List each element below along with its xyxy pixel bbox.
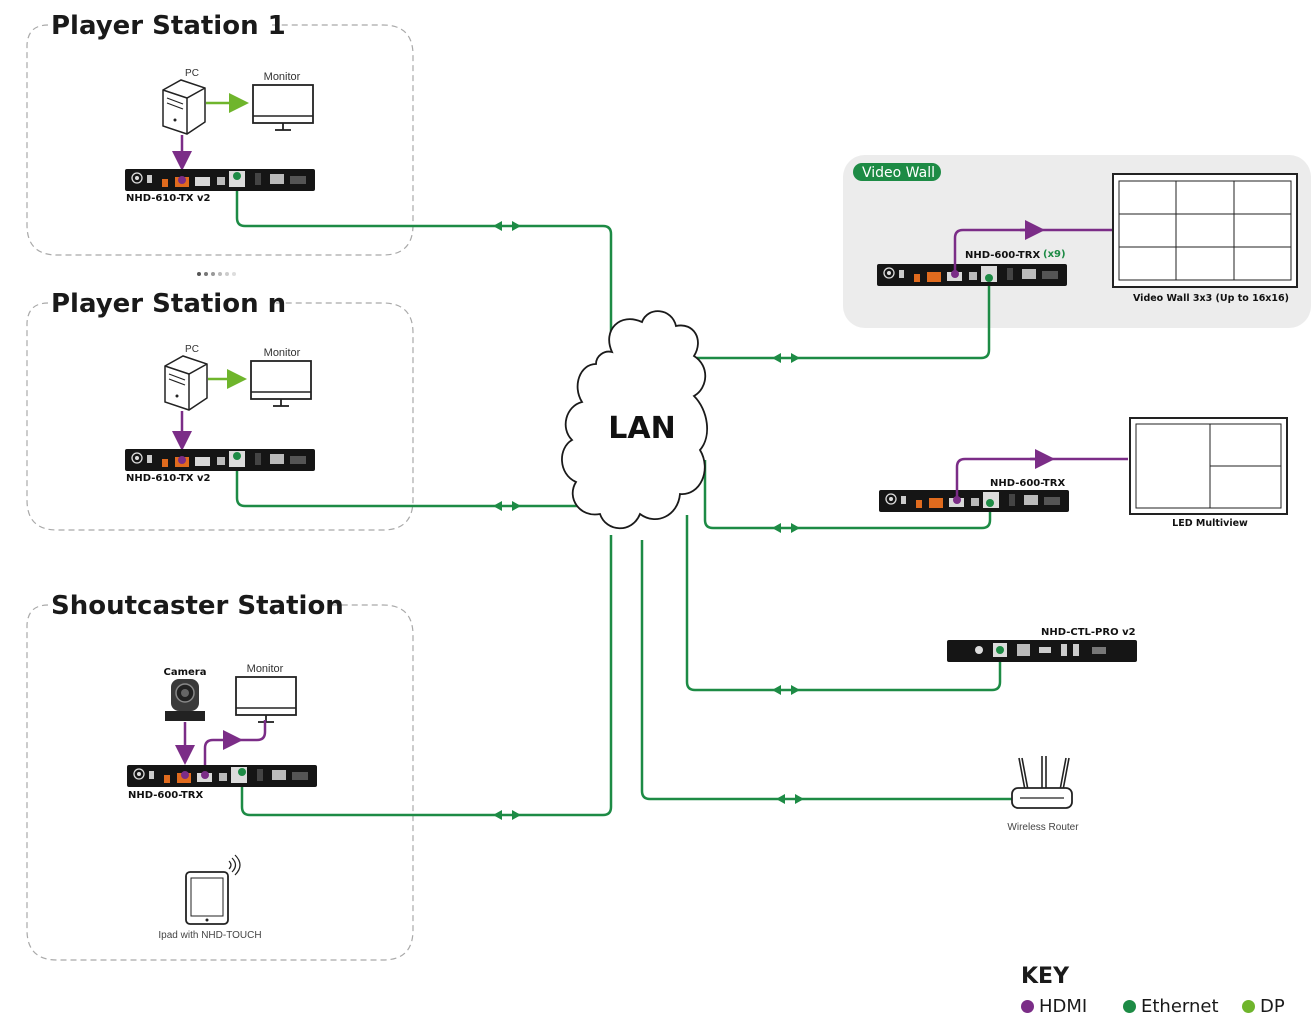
station-1-encoder [124, 168, 316, 192]
multiview-decoder [878, 489, 1070, 513]
station-1-pc-label: PC [185, 68, 199, 79]
video-wall-badge-label: Video Wall [862, 165, 935, 181]
camera-icon [165, 679, 205, 721]
legend-item-hdmi: HDMI [1021, 996, 1087, 1017]
tablet-icon [185, 854, 241, 925]
station-n-pc-icon [164, 355, 208, 411]
legend-item-dp: DP [1242, 996, 1285, 1017]
shoutcaster-trx [126, 764, 318, 788]
station-1-monitor-icon [252, 84, 314, 131]
eth-station1 [235, 187, 613, 335]
legend-label-dp: DP [1260, 996, 1285, 1017]
videowall-decoder [876, 263, 1068, 287]
station-n-encoder [124, 448, 316, 472]
eth-router [640, 540, 1013, 801]
led-multiview-display [1129, 417, 1288, 515]
station-1-border [26, 24, 414, 256]
legend-label-ethernet: Ethernet [1141, 996, 1219, 1017]
station-1-device-label: NHD-610-TX v2 [126, 193, 210, 204]
station-n-pc-label: PC [185, 344, 199, 355]
controller-box [947, 640, 1137, 662]
multiview-display-label: LED Multiview [1172, 518, 1248, 529]
station-1-pc-icon [162, 79, 206, 135]
more-stations-dots [197, 272, 236, 276]
shoutcaster-title: Shoutcaster Station [51, 591, 344, 621]
hdmi-dot-icon [1021, 1000, 1034, 1013]
video-wall-display [1112, 173, 1298, 288]
shoutcaster-monitor-label: Monitor [247, 663, 284, 675]
legend-item-ethernet: Ethernet [1123, 996, 1219, 1017]
controller-label: NHD-CTL-PRO v2 [1041, 627, 1136, 638]
legend: KEY HDMI Ethernet DP [1020, 964, 1310, 1017]
station-n-monitor-label: Monitor [264, 347, 301, 359]
station-n-device-label: NHD-610-TX v2 [126, 473, 210, 484]
station-1-monitor-label: Monitor [264, 71, 301, 83]
station-n-monitor-icon [250, 360, 312, 407]
eth-controller [685, 515, 1002, 692]
lan-label: LAN [608, 411, 675, 446]
videowall-device-count: (x9) [1043, 249, 1066, 260]
shoutcaster-border [26, 604, 414, 961]
legend-label-hdmi: HDMI [1039, 996, 1088, 1017]
station-n-border [26, 302, 414, 531]
eth-stationn [235, 466, 598, 508]
eth-shoutcaster [240, 535, 613, 817]
station-1-title: Player Station 1 [51, 11, 286, 41]
videowall-display-label: Video Wall 3x3 (Up to 16x16) [1133, 293, 1289, 304]
shoutcaster-device-label: NHD-600-TRX [128, 790, 203, 801]
eth-multiview [703, 460, 992, 530]
video-wall-badge [853, 163, 941, 181]
multiview-device-label: NHD-600-TRX [990, 478, 1065, 489]
shoutcaster-monitor-icon [235, 676, 297, 723]
camera-label: Camera [164, 667, 207, 678]
tablet-label: Ipad with NHD-TOUCH [158, 930, 261, 941]
router-label: Wireless Router [1007, 822, 1079, 833]
lan-cloud [561, 310, 708, 530]
dp-dot-icon [1242, 1000, 1255, 1013]
videowall-device-label: NHD-600-TRX [965, 250, 1040, 261]
eth-videowall [676, 282, 991, 360]
ethernet-dot-icon [1123, 1000, 1136, 1013]
wireless-router-icon [1011, 756, 1073, 809]
station-n-title: Player Station n [51, 289, 286, 319]
legend-title: KEY [1021, 964, 1070, 989]
